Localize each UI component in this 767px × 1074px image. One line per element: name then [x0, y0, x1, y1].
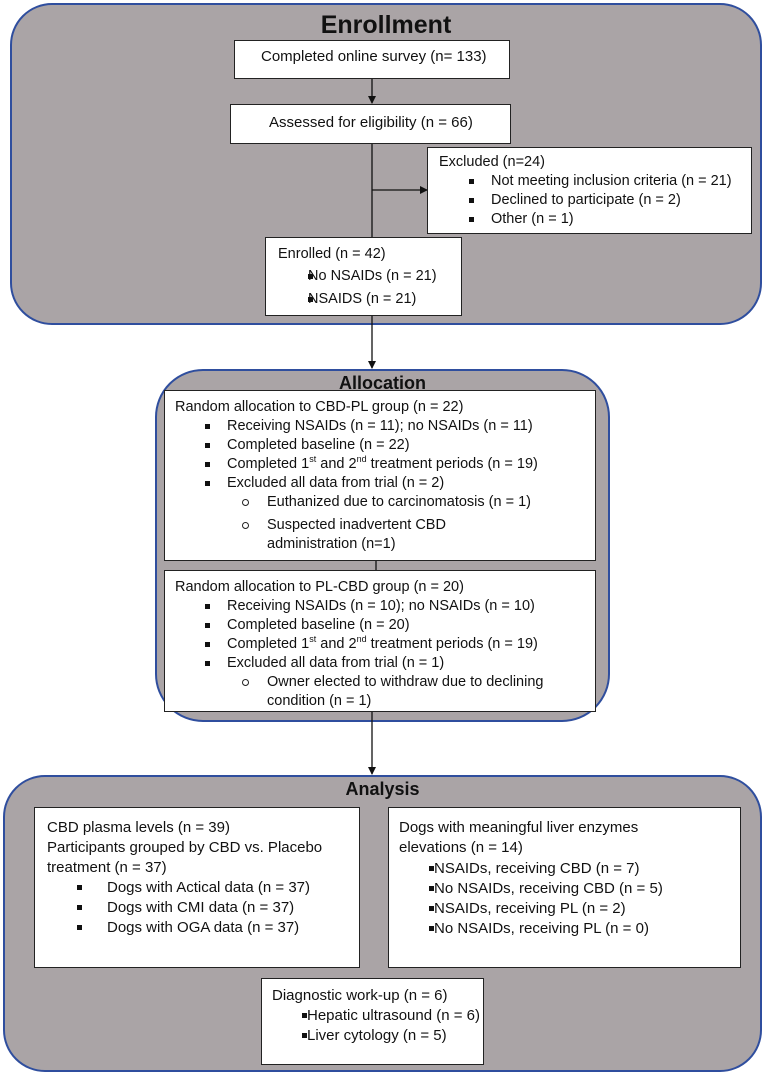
excluded-list: Not meeting inclusion criteria (n = 21) …	[439, 172, 743, 229]
liver-list: NSAIDs, receiving CBD (n = 7) No NSAIDs,…	[399, 859, 732, 939]
completed-sup2: nd	[356, 454, 367, 465]
list-item: Completed baseline (n = 20)	[175, 616, 587, 635]
assessed-box: Assessed for eligibility (n = 66)	[230, 104, 511, 144]
completed-sup1: st	[309, 454, 317, 465]
diagnostic-box: Diagnostic work-up (n = 6) Hepatic ultra…	[261, 978, 484, 1065]
list-item: Suspected inadvertent CBD administration…	[175, 516, 537, 554]
completed-mid: and 2	[316, 636, 357, 652]
cbd-pl-group-box: Random allocation to CBD-PL group (n = 2…	[164, 390, 596, 561]
assessed-text: Assessed for eligibility (n = 66)	[269, 114, 473, 131]
list-item: No NSAIDs (n = 21)	[278, 267, 453, 286]
pl-cbd-header: Random allocation to PL-CBD group (n = 2…	[175, 579, 464, 595]
diagnostic-header: Diagnostic work-up (n = 6)	[272, 987, 448, 1004]
pl-cbd-group-box: Random allocation to PL-CBD group (n = 2…	[164, 570, 596, 712]
excluded-header: Excluded (n=24)	[439, 154, 545, 170]
list-item: Euthanized due to carcinomatosis (n = 1)	[175, 493, 587, 512]
list-item: Completed 1st and 2nd treatment periods …	[175, 455, 587, 474]
list-item: Receiving NSAIDs (n = 10); no NSAIDs (n …	[175, 597, 587, 616]
cbd-pl-header: Random allocation to CBD-PL group (n = 2…	[175, 399, 464, 415]
plasma-line1: CBD plasma levels (n = 39)	[47, 819, 230, 836]
list-item: Excluded all data from trial (n = 2)	[175, 474, 587, 493]
list-item: No NSAIDs, receiving PL (n = 0)	[399, 919, 732, 939]
completed-post: treatment periods (n = 19)	[366, 636, 538, 652]
completed-sup2: nd	[356, 634, 367, 645]
plasma-line2: Participants grouped by CBD vs. Placebo	[47, 839, 323, 856]
list-item: Owner elected to withdraw due to declini…	[175, 673, 567, 711]
enrolled-header: Enrolled (n = 42)	[278, 246, 386, 262]
diagnostic-list: Hepatic ultrasound (n = 6) Liver cytolog…	[272, 1006, 480, 1046]
list-item: No NSAIDs, receiving CBD (n = 5)	[399, 879, 732, 899]
list-item: Other (n = 1)	[439, 210, 743, 229]
list-item: NSAIDS (n = 21)	[278, 290, 453, 309]
completed-mid: and 2	[316, 456, 357, 472]
liver-line2: elevations (n = 14)	[399, 839, 523, 856]
liver-line1: Dogs with meaningful liver enzymes	[399, 819, 639, 836]
enrollment-title: Enrollment	[320, 11, 452, 39]
list-item: Liver cytology (n = 5)	[272, 1026, 475, 1046]
plasma-box: CBD plasma levels (n = 39) Participants …	[34, 807, 360, 968]
survey-box: Completed online survey (n= 133)	[234, 40, 510, 79]
list-item: Dogs with Actical data (n = 37)	[47, 878, 351, 898]
list-item: Receiving NSAIDs (n = 11); no NSAIDs (n …	[175, 417, 587, 436]
list-item: Not meeting inclusion criteria (n = 21)	[439, 172, 743, 191]
list-item: Completed baseline (n = 22)	[175, 436, 587, 455]
survey-text: Completed online survey (n= 133)	[261, 48, 487, 65]
list-item: NSAIDs, receiving PL (n = 2)	[399, 899, 732, 919]
list-item: Declined to participate (n = 2)	[439, 191, 743, 210]
completed-post: treatment periods (n = 19)	[366, 456, 538, 472]
list-item: NSAIDs, receiving CBD (n = 7)	[399, 859, 732, 879]
list-item: Dogs with CMI data (n = 37)	[47, 898, 351, 918]
completed-pre: Completed 1	[227, 636, 310, 652]
list-item: Hepatic ultrasound (n = 6)	[272, 1006, 480, 1026]
completed-pre: Completed 1	[227, 456, 310, 472]
completed-sup1: st	[309, 634, 317, 645]
list-item: Excluded all data from trial (n = 1)	[175, 654, 587, 673]
allocation-title: Allocation	[338, 373, 426, 393]
pl-cbd-list: Receiving NSAIDs (n = 10); no NSAIDs (n …	[175, 597, 587, 673]
excluded-box: Excluded (n=24) Not meeting inclusion cr…	[427, 147, 752, 234]
list-item: Completed 1st and 2nd treatment periods …	[175, 635, 587, 654]
pl-cbd-sublist: Owner elected to withdraw due to declini…	[175, 673, 587, 711]
plasma-list: Dogs with Actical data (n = 37) Dogs wit…	[47, 878, 351, 938]
enrolled-box: Enrolled (n = 42) No NSAIDs (n = 21) NSA…	[265, 237, 462, 316]
analysis-title: Analysis	[345, 779, 420, 799]
enrolled-list: No NSAIDs (n = 21) NSAIDS (n = 21)	[278, 267, 453, 309]
list-item: Dogs with OGA data (n = 37)	[47, 918, 351, 938]
plasma-line3: treatment (n = 37)	[47, 859, 167, 876]
cbd-pl-sublist: Euthanized due to carcinomatosis (n = 1)…	[175, 493, 587, 554]
cbd-pl-list: Receiving NSAIDs (n = 11); no NSAIDs (n …	[175, 417, 587, 493]
liver-enzymes-box: Dogs with meaningful liver enzymes eleva…	[388, 807, 741, 968]
